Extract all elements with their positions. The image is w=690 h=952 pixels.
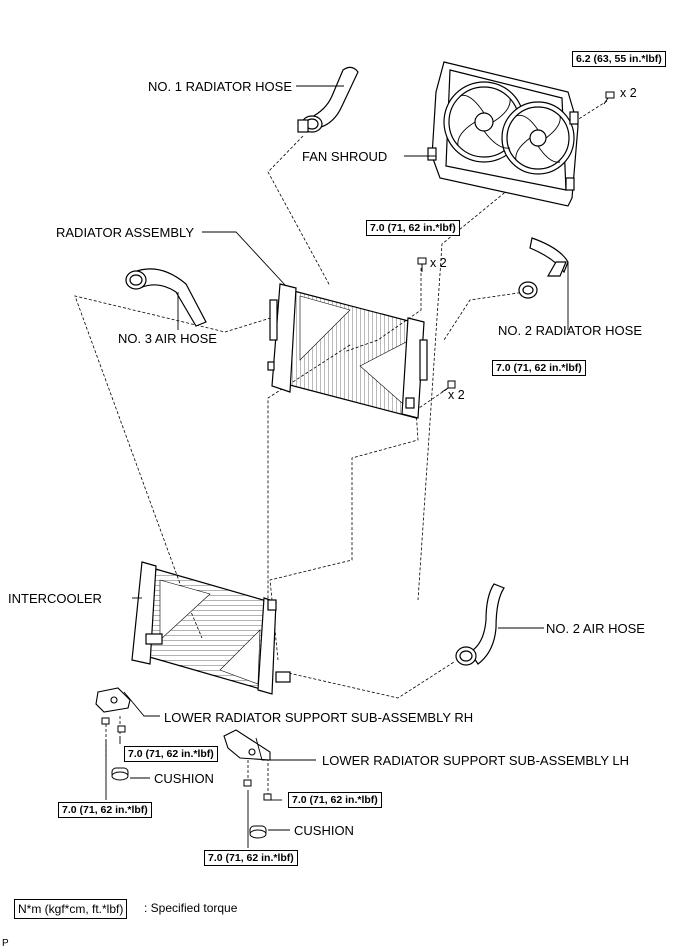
assembly-guide-lines	[74, 100, 608, 796]
label-fan-shroud: FAN SHROUD	[302, 149, 388, 164]
qty-radiator-top-bolt: x 2	[430, 256, 447, 270]
label-no2-air-hose: NO. 2 AIR HOSE	[546, 621, 645, 636]
label-no2-radiator-hose: NO. 2 RADIATOR HOSE	[498, 323, 642, 338]
qty-radiator-side-bolt: x 2	[448, 388, 465, 402]
torque-lh-support-bolt-a: 7.0 (71, 62 in.*lbf)	[288, 792, 382, 808]
no3-air-hose-part	[125, 268, 207, 327]
legend-torque-unit: N*m (kgf*cm, ft.*lbf)	[14, 899, 128, 919]
label-no1-radiator-hose: NO. 1 RADIATOR HOSE	[148, 79, 292, 94]
fan-shroud-bolt-icon	[603, 91, 615, 105]
fan-shroud-part	[427, 61, 579, 207]
no2-air-hose-part	[455, 583, 505, 666]
intercooler-part	[131, 561, 291, 695]
radiator-side-bolt-icon	[441, 380, 456, 393]
label-no3-air-hose: NO. 3 AIR HOSE	[118, 331, 217, 346]
label-cushion-rh: CUSHION	[154, 771, 214, 786]
no2-radiator-hose-part	[518, 237, 569, 299]
label-cushion-lh: CUSHION	[294, 823, 354, 838]
figure-code: P	[2, 938, 9, 949]
no1-radiator-hose-part	[297, 66, 359, 133]
torque-lh-support-bolt-b: 7.0 (71, 62 in.*lbf)	[204, 850, 298, 866]
torque-radiator-side-bolt: 7.0 (71, 62 in.*lbf)	[492, 360, 586, 376]
radiator-assembly-part	[267, 283, 428, 419]
torque-rh-support-bolt-b: 7.0 (71, 62 in.*lbf)	[58, 802, 152, 818]
label-intercooler: INTERCOOLER	[8, 591, 102, 606]
leader-lines	[105, 85, 569, 848]
lh-support-bolt-icons	[243, 779, 272, 839]
torque-fan-shroud-bolt: 6.2 (63, 55 in.*lbf)	[572, 51, 666, 67]
radiator-top-bolt-icon	[417, 257, 427, 272]
lower-support-rh-part	[95, 687, 131, 713]
label-radiator-assembly: RADIATOR ASSEMBLY	[56, 225, 194, 240]
rh-support-bolt-icons	[101, 717, 129, 781]
torque-rh-support-bolt-a: 7.0 (71, 62 in.*lbf)	[124, 746, 218, 762]
legend-description: : Specified torque	[144, 901, 238, 915]
label-lower-support-rh: LOWER RADIATOR SUPPORT SUB-ASSEMBLY RH	[164, 710, 474, 725]
torque-radiator-top-bolt: 7.0 (71, 62 in.*lbf)	[366, 220, 460, 236]
qty-fan-shroud-bolt: x 2	[620, 86, 637, 100]
lower-support-lh-part	[223, 729, 271, 761]
label-lower-support-lh: LOWER RADIATOR SUPPORT SUB-ASSEMBLY LH	[322, 753, 630, 768]
